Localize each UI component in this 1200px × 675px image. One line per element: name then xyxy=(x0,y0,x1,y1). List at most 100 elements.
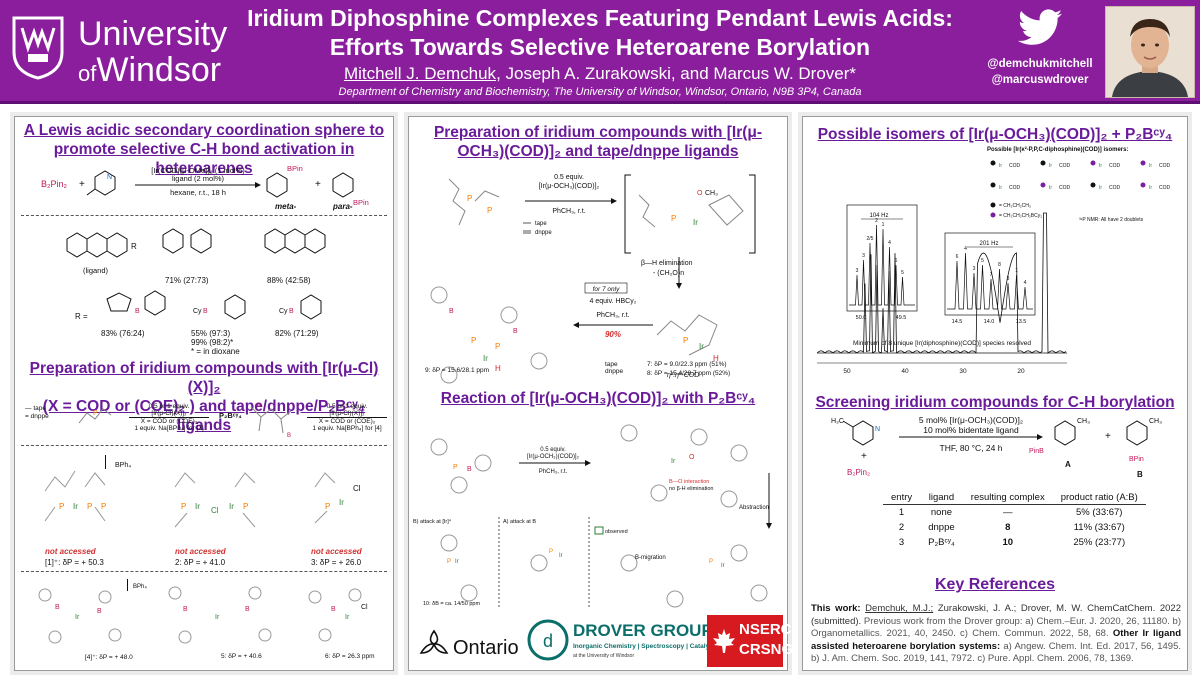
eta-cod: η³:η²-COD xyxy=(667,372,699,379)
not-accessed-2: not accessed xyxy=(175,547,226,556)
svg-text:Ir: Ir xyxy=(1149,163,1152,169)
svg-text:Cl: Cl xyxy=(361,604,368,611)
cell-ratio: 5% (33:67) xyxy=(1076,507,1123,518)
svg-text:H: H xyxy=(713,354,719,363)
rxn2b-cond4: 1 equiv. Na[BPh₄] for [4] xyxy=(312,425,382,432)
rxn2-conditions: 0.5 or 1 equiv. [Ir(μ-Cl)(X)]₂ X = COD o… xyxy=(129,403,209,432)
isomers-title: Possible [Ir(κ²-P,P,C-diphosphine)(COD)]… xyxy=(987,147,1129,153)
not-accessed-3: not accessed xyxy=(311,547,362,556)
ontario-trillium-icon xyxy=(419,629,449,654)
cell-ligand: dnppe xyxy=(928,522,955,533)
panel-iridium-methoxide: Preparation of iridium compounds with [I… xyxy=(408,116,793,671)
cell-ratio: 25% (23:77) xyxy=(1073,537,1126,548)
svg-text:P: P xyxy=(709,559,713,565)
compound-10-shift: 10: δB = ca. 14/50 ppm xyxy=(423,601,481,607)
attack-at-ir: B) attack at [Ir]⁴ xyxy=(413,518,452,525)
svg-text:COD: COD xyxy=(1109,163,1121,169)
svg-text:B: B xyxy=(55,604,60,611)
x-tick-label: 20 xyxy=(1017,368,1025,375)
pinb-label: PinB xyxy=(1029,448,1044,455)
ligand-structures: R (ligand) 71% (27:73) 88% (42:58) R = B… xyxy=(66,228,326,321)
svg-text:+: + xyxy=(861,451,867,462)
inset-1-peak-label: 4 xyxy=(888,240,891,246)
poster-header: University ofWindsor Iridium Diphosphine… xyxy=(0,0,1200,104)
svg-text:Ir: Ir xyxy=(1149,185,1152,191)
nserc-logo: NSERC CRSNG xyxy=(707,615,793,667)
rxn2b-cond1: 0.5 or 1 equiv. xyxy=(326,403,368,410)
panel2-heading2: Reaction of [Ir(μ-OCH₃)(COD)]₂ with P₂Bᶜ… xyxy=(440,390,756,407)
screening-scheme: H₃C N + B₂Pin₂ 5 mol% [Ir(μ-OCH₃)(COD)]₂… xyxy=(831,415,1162,479)
legend-boryl: = CH₂CH₂CH₂BCy₂ xyxy=(999,213,1042,219)
svg-text:Cy: Cy xyxy=(279,308,288,315)
col-ratio: product ratio (A:B) xyxy=(1052,491,1146,505)
not-accessed-3-text: not accessed xyxy=(311,547,362,556)
svg-text:H₃C: H₃C xyxy=(831,418,844,425)
svg-text:COD: COD xyxy=(1059,185,1071,191)
not-accessed-1: not accessed xyxy=(45,547,96,556)
svg-text:P: P xyxy=(181,502,186,511)
svg-text:Ir: Ir xyxy=(1049,163,1052,169)
rxn2b-cond2: [Ir(μ-Cl)(X)]₂ xyxy=(329,410,365,417)
table-row: 3 P₂Bᶜʸ₄ 10 25% (23:77) xyxy=(883,535,1146,550)
screening-cond-3: THF, 80 °C, 24 h xyxy=(940,443,1003,453)
bpin-label: BPin xyxy=(1129,456,1144,463)
svg-text:Ir: Ir xyxy=(1099,185,1102,191)
yield-90: 90% xyxy=(605,330,621,339)
svg-text:Cl: Cl xyxy=(211,506,219,515)
col-entry: entry xyxy=(883,491,921,505)
svg-text:COD: COD xyxy=(1009,185,1021,191)
conditions-label: hexane, r.t., 18 h xyxy=(170,188,226,197)
svg-text:Ir: Ir xyxy=(1049,185,1052,191)
svg-text:B: B xyxy=(135,308,140,315)
nmr-doublets-note: ³¹P NMR: All have 2 doublets xyxy=(1079,217,1144,223)
para-label: para- xyxy=(332,202,353,211)
bph4-label-2: BPh₄ xyxy=(133,584,147,590)
cell-entry: 1 xyxy=(898,507,905,518)
rxn2-cond4: 1 equiv. Na[BPh₄] for [1] xyxy=(134,425,204,432)
svg-text:COD: COD xyxy=(1059,163,1071,169)
svg-text:B: B xyxy=(289,308,294,315)
legend-tape: — tape xyxy=(25,405,46,412)
inset-2-peak-label: 1 xyxy=(1015,268,1018,274)
compound-6-shift: 6: δP = 26.3 ppm xyxy=(325,653,375,660)
col-ligand: ligand xyxy=(920,491,963,505)
rxn2-divider xyxy=(21,445,387,446)
key-references-heading: Key References xyxy=(934,576,1056,593)
twitter-handles: @demchukmitchell @marcuswdrover xyxy=(985,56,1095,88)
compound-7-shift: 7: δP = 9.0/22.3 ppm (51%) xyxy=(647,361,727,368)
cell-ligand: none xyxy=(930,507,953,518)
cell-ratio: 11% (33:67) xyxy=(1073,522,1125,533)
twitter-handle-drover[interactable]: @marcuswdrover xyxy=(991,74,1089,86)
x-tick-label: 50 xyxy=(843,368,851,375)
inset-2-trace xyxy=(947,252,1033,310)
legend-dnppe-2: dnppe xyxy=(535,230,552,236)
university-name-line2: ofWindsor xyxy=(78,52,221,92)
borylation-scheme: B₂Pin₂ + N [Ir(COD)(μ-OMe)]₂ (1 mol%) li… xyxy=(41,164,369,211)
presenter-portrait-icon xyxy=(1106,7,1194,97)
svg-text:B: B xyxy=(97,608,102,615)
legend-7-8: tape dnppe xyxy=(605,361,665,375)
para-bpin: BPin xyxy=(353,198,369,207)
twitter-handle-demchuk[interactable]: @demchukmitchell xyxy=(987,58,1093,70)
b2pin2-label: B₂Pin₂ xyxy=(41,179,68,189)
cell-entry: 3 xyxy=(898,537,905,548)
abstraction-label: Abstraction xyxy=(739,505,769,511)
rxn2b-cond3: X = COD or (COE)₂ xyxy=(307,417,387,425)
legend-dnppe: = dnppe xyxy=(25,413,49,420)
svg-text:Ir: Ir xyxy=(699,342,704,351)
co-authors: , Joseph A. Zurakowski, and Marcus W. Dr… xyxy=(496,64,857,83)
nserc-text: NSERC xyxy=(739,621,792,638)
b-migration-label: B-migration xyxy=(635,555,666,561)
bph4-label: BPh₄ xyxy=(115,462,131,469)
col-complex: resulting complex xyxy=(962,491,1053,505)
screening-cond-1: 5 mol% [Ir(μ-OCH₃)(COD)]₂ xyxy=(919,415,1023,425)
svg-text:CH₃: CH₃ xyxy=(1077,418,1090,425)
compound-3-shift: 3: δP = + 26.0 xyxy=(311,558,362,567)
svg-text:CH₃: CH₃ xyxy=(705,190,718,197)
diphosphine-sketch-1: P xyxy=(78,408,112,424)
